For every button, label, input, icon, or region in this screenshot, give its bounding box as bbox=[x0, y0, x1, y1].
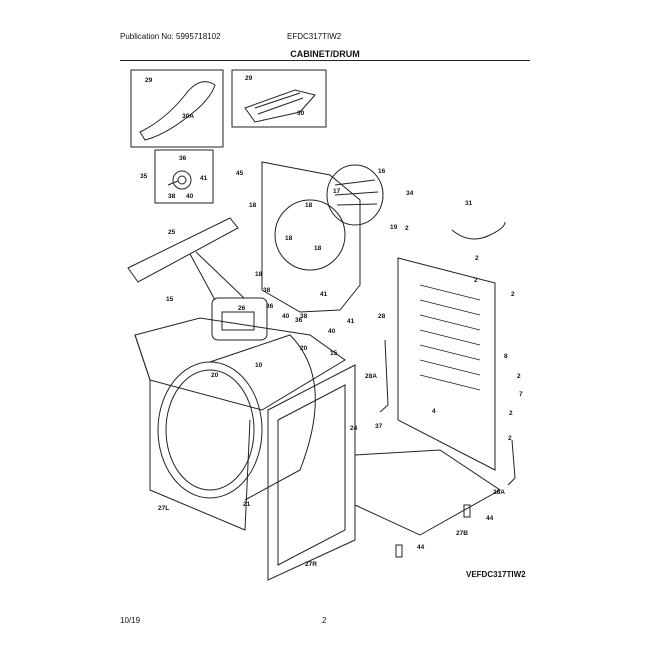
inset-box-30 bbox=[231, 69, 327, 128]
callout-label: 2 bbox=[508, 435, 512, 442]
back-panel bbox=[397, 257, 496, 471]
toe-panel bbox=[127, 217, 239, 283]
callout-label: 20 bbox=[300, 345, 308, 352]
callout-label: 16 bbox=[378, 168, 386, 175]
callout-label: 36 bbox=[295, 317, 303, 324]
callout-label: 40 bbox=[328, 328, 336, 335]
callout-label: 34 bbox=[406, 190, 414, 197]
callout-label: 28A bbox=[365, 373, 377, 380]
callout-label: 2 bbox=[475, 255, 479, 262]
drum-body bbox=[209, 334, 316, 501]
callout-label: 7 bbox=[519, 391, 523, 398]
front-panel bbox=[267, 364, 356, 581]
diagram-model-tag: VEFDC317TIW2 bbox=[466, 570, 526, 579]
callout-label: 38 bbox=[168, 193, 176, 200]
callout-label: 18 bbox=[249, 202, 257, 209]
callout-label: 41 bbox=[347, 318, 355, 325]
lint-duct-part bbox=[139, 81, 216, 141]
callout-label: 2 bbox=[509, 410, 513, 417]
air-duct-part bbox=[244, 89, 316, 123]
model-number: EFDC317TIW2 bbox=[287, 32, 342, 41]
callout-label: 29 bbox=[245, 75, 253, 82]
drum-front-ring bbox=[157, 361, 263, 499]
callout-label: 4 bbox=[432, 408, 436, 415]
callout-label: 36 bbox=[179, 155, 187, 162]
callout-label: 44 bbox=[417, 544, 425, 551]
callout-label: 18 bbox=[255, 271, 263, 278]
callout-label: 10 bbox=[255, 362, 263, 369]
callout-label: 35 bbox=[140, 173, 148, 180]
callout-label: 2 bbox=[405, 225, 409, 232]
callout-label: 30A bbox=[182, 113, 194, 120]
callout-label: 38 bbox=[300, 313, 308, 320]
callout-label: 40 bbox=[282, 313, 290, 320]
callout-label: 31 bbox=[465, 200, 473, 207]
callout-label: 44 bbox=[486, 515, 494, 522]
callout-label: 40 bbox=[186, 193, 194, 200]
leveling-leg bbox=[463, 504, 471, 518]
callout-label: 41 bbox=[320, 291, 328, 298]
rear-bulkhead bbox=[261, 161, 361, 313]
inset-box-30a bbox=[130, 69, 224, 148]
callout-label: 2 bbox=[474, 277, 478, 284]
side-bracket-right bbox=[507, 439, 516, 486]
callout-label: 45 bbox=[236, 170, 244, 177]
callout-label: 2 bbox=[517, 373, 521, 380]
callout-label: 26 bbox=[238, 305, 246, 312]
board-detail-circle bbox=[211, 297, 268, 341]
callout-label: 19 bbox=[390, 224, 398, 231]
callout-label: 28 bbox=[378, 313, 386, 320]
bearing-part bbox=[172, 170, 192, 190]
top-panel bbox=[134, 317, 346, 411]
inset-box-35 bbox=[154, 149, 214, 204]
callout-label: 18 bbox=[285, 235, 293, 242]
callout-label: 17 bbox=[333, 188, 341, 195]
callout-label: 41 bbox=[200, 175, 208, 182]
callout-label: 8 bbox=[504, 353, 508, 360]
section-title: CABINET/DRUM bbox=[290, 49, 360, 59]
callout-label: 21 bbox=[243, 501, 251, 508]
footer-date: 10/19 bbox=[120, 616, 141, 625]
footer-page-number: 2 bbox=[322, 616, 327, 625]
callout-label: 15 bbox=[166, 296, 174, 303]
callout-label: 18 bbox=[305, 202, 313, 209]
callout-label: 29 bbox=[145, 77, 153, 84]
callout-label: 28A bbox=[493, 489, 505, 496]
callout-label: 27L bbox=[158, 505, 169, 512]
callout-label: 27R bbox=[305, 561, 317, 568]
blower-housing bbox=[326, 164, 384, 226]
callout-label: 38 bbox=[263, 287, 271, 294]
callout-label: 2 bbox=[511, 291, 515, 298]
callout-label: 15 bbox=[330, 350, 338, 357]
callout-label: 20 bbox=[211, 372, 219, 379]
base-pan bbox=[354, 449, 501, 536]
power-cord bbox=[451, 221, 506, 240]
callout-label: 30 bbox=[297, 110, 305, 117]
leveling-leg bbox=[395, 544, 403, 558]
header-rule bbox=[120, 60, 530, 61]
callout-label: 18 bbox=[314, 245, 322, 252]
callout-label: 36 bbox=[266, 303, 274, 310]
publication-number: Publication No: 5995718102 bbox=[120, 32, 221, 41]
side-panel-left bbox=[134, 334, 251, 531]
callout-label: 24 bbox=[350, 425, 358, 432]
side-bracket-left bbox=[379, 339, 389, 413]
callout-label: 27B bbox=[456, 530, 468, 537]
sensor-board bbox=[221, 311, 255, 331]
callout-label: 25 bbox=[168, 229, 176, 236]
callout-label: 37 bbox=[375, 423, 383, 430]
